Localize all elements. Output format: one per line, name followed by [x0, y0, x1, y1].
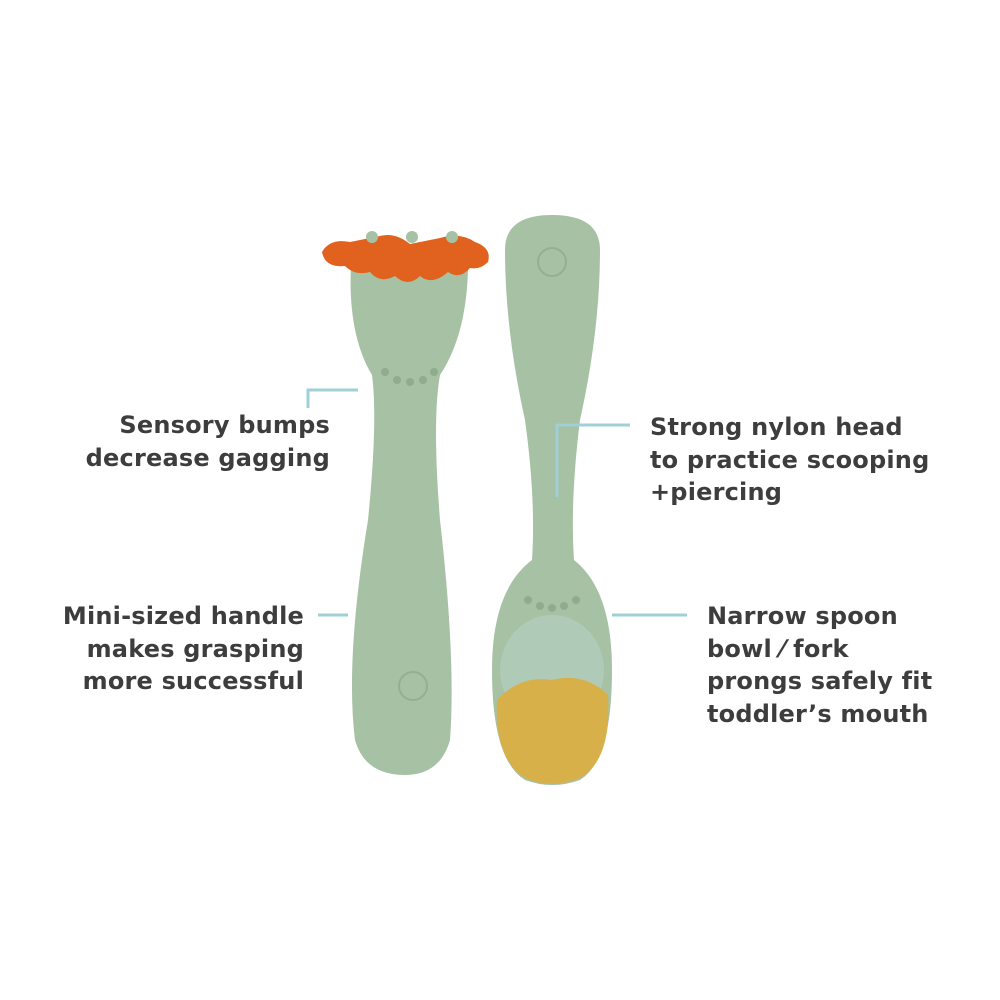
callout-sensory-bumps: Sensory bumps decrease gagging [86, 409, 330, 474]
callout-text: toddler’s mouth [707, 699, 929, 728]
callout-text: Narrow spoon [707, 602, 898, 630]
fork-image [322, 231, 489, 775]
callout-text: Strong nylon head [650, 413, 903, 441]
callout-text: more successful [82, 667, 304, 695]
callout-text: to practice scooping [650, 445, 930, 474]
callout-text: decrease gagging [85, 443, 330, 472]
spoon-image [492, 215, 612, 785]
callout-text: prongs safely fit [707, 667, 933, 695]
pasta-piece [322, 235, 489, 282]
callout-text: makes grasping [86, 634, 304, 663]
callout-line-sensory [306, 388, 358, 408]
callout-line-nylon [555, 423, 630, 497]
callout-text: +piercing [650, 478, 783, 506]
callout-text: bowl ⁄ fork [707, 634, 849, 663]
callout-text: Mini-sized handle [62, 602, 304, 630]
callout-text: Sensory bumps [119, 411, 330, 439]
callout-mini-handle: Mini-sized handle makes grasping more su… [63, 600, 304, 698]
callout-narrow-spoon: Narrow spoon bowl ⁄ fork prongs safely f… [707, 600, 932, 730]
callout-nylon-head: Strong nylon head to practice scooping +… [650, 411, 929, 509]
puree [496, 677, 609, 784]
